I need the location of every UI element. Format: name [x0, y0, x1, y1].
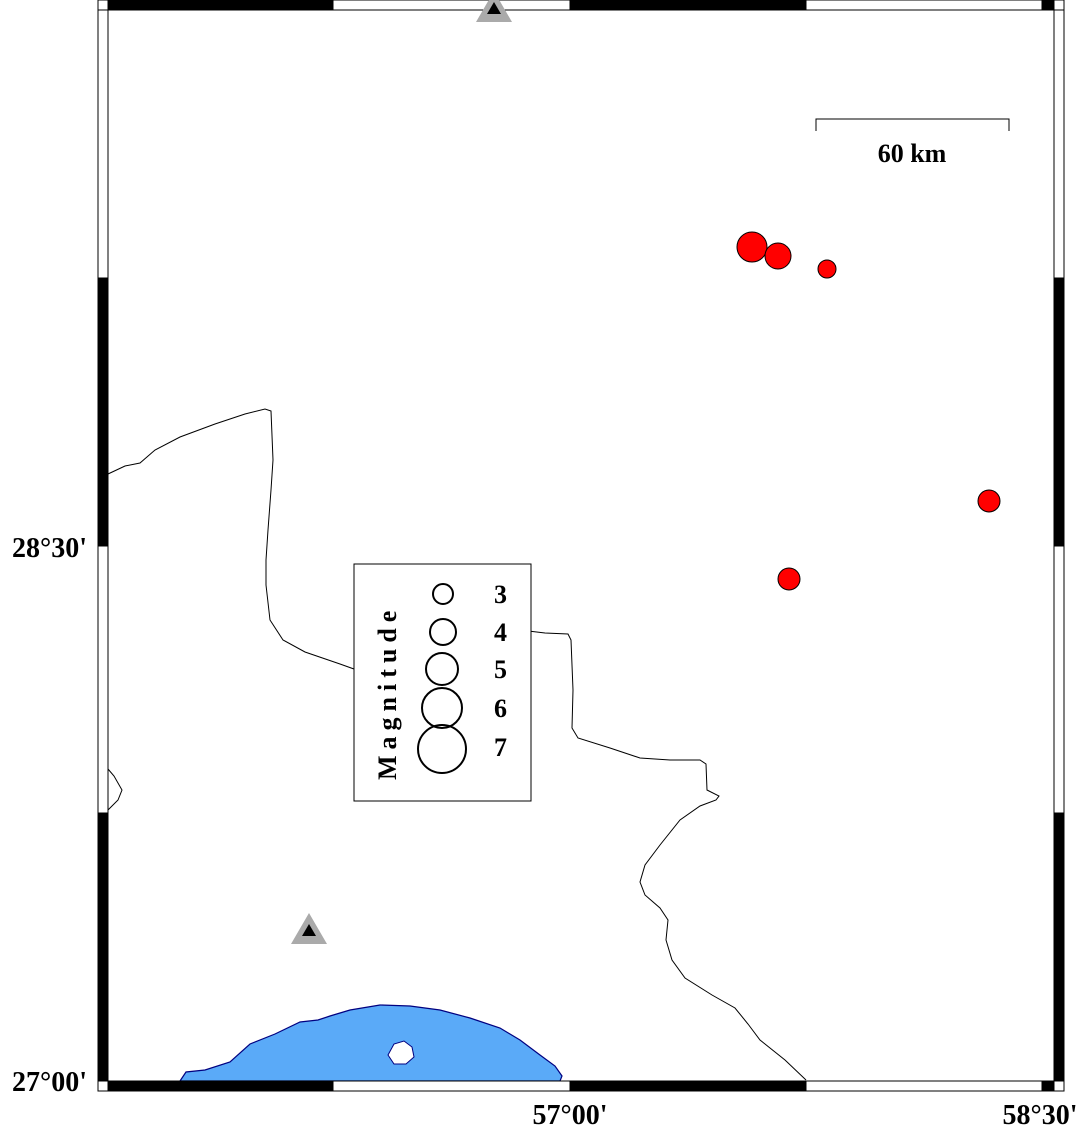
legend-label-3: 3	[494, 580, 507, 609]
frame-tick-segment	[107, 0, 334, 11]
legend-label-6: 6	[494, 694, 507, 723]
legend-label-5: 5	[494, 655, 507, 684]
island	[387, 1040, 415, 1065]
scale-bar-label: 60 km	[878, 139, 947, 168]
earthquake-event[interactable]	[764, 242, 792, 270]
frame-tick-segment	[1053, 9, 1065, 279]
frame-tick-segment	[1053, 812, 1065, 1082]
frame-tick-segment	[569, 1080, 807, 1092]
frame-corner	[97, 1080, 109, 1092]
frame-tick-segment	[805, 0, 1043, 11]
border-line	[107, 768, 123, 811]
frame-tick-segment	[1053, 277, 1065, 547]
lon-label-58-30: 58°30'	[1003, 1100, 1078, 1129]
earthquake-event[interactable]	[977, 489, 1001, 513]
frame-corner	[1053, 0, 1065, 11]
frame-tick-segment	[1041, 1080, 1055, 1092]
frame-tick-segment	[97, 277, 109, 547]
frame-tick-segment	[332, 1080, 571, 1092]
legend-circle-3	[432, 583, 454, 605]
frame-tick-segment	[97, 812, 109, 1082]
earthquake-event[interactable]	[736, 231, 768, 263]
frame-tick-segment	[1041, 0, 1055, 11]
border-line	[107, 408, 807, 1081]
legend-label-4: 4	[494, 618, 507, 647]
frame-tick-segment	[97, 9, 109, 279]
frame-tick-segment	[569, 0, 807, 11]
legend-circle-5	[425, 652, 459, 686]
frame-tick-segment	[107, 1080, 334, 1092]
lat-label-27-00: 27°00'	[12, 1067, 87, 1098]
frame-tick-segment	[805, 1080, 1043, 1092]
frame-corner	[97, 0, 109, 11]
legend-circle-7	[417, 724, 467, 774]
water-body	[178, 1004, 563, 1082]
legend-circle-6	[421, 687, 463, 729]
frame-tick-segment	[332, 0, 571, 11]
legend-circle-4	[429, 618, 457, 646]
lat-label-28-30: 28°30'	[12, 533, 87, 564]
lon-label-57-00: 57°00'	[533, 1100, 608, 1129]
legend-label-7: 7	[494, 733, 507, 762]
map-frame	[97, 0, 1065, 1092]
scale-bar: 60 km	[815, 118, 1010, 168]
station-marker[interactable]	[291, 913, 327, 944]
frame-inner	[107, 9, 1055, 1082]
frame-corner	[1053, 1080, 1065, 1092]
frame-tick-segment	[1053, 545, 1065, 814]
magnitude-legend: Magnitude 3 4 5 6 7	[353, 563, 532, 802]
station-marker[interactable]	[476, 0, 512, 22]
earthquake-event[interactable]	[777, 567, 801, 591]
earthquake-event[interactable]	[817, 259, 837, 279]
frame-tick-segment	[97, 545, 109, 814]
events-layer	[736, 231, 1001, 591]
legend-title: Magnitude	[373, 605, 402, 780]
